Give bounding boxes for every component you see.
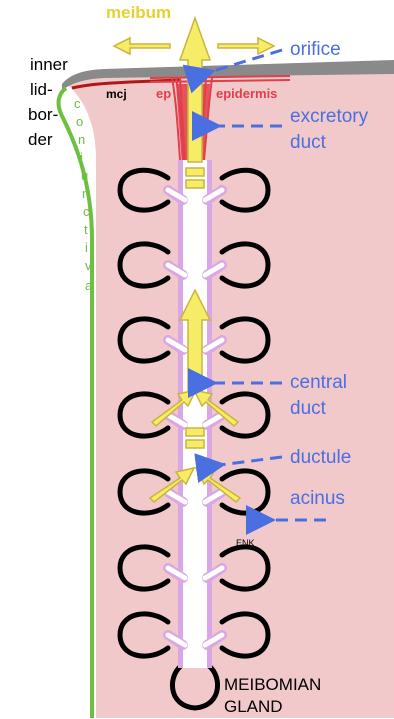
left-side-arrow: [114, 38, 170, 54]
conjunctiva-letter: a: [85, 278, 93, 293]
inner-label: inner: [30, 55, 68, 74]
lid-label: lid-: [30, 80, 53, 99]
meibum-label: meibum: [106, 3, 171, 22]
conjunctiva-letter: o: [76, 114, 83, 129]
ep-label: ep: [156, 86, 171, 101]
conjunctiva-letter: j: [79, 150, 83, 165]
bor-label: bor-: [28, 105, 58, 124]
duct-label: duct: [290, 132, 327, 153]
conjunctiva-letter: t: [84, 222, 88, 237]
der-label: der: [28, 130, 53, 149]
gland-label: GLAND: [224, 697, 283, 716]
enk-label: ENK: [236, 538, 255, 548]
conjunctiva-letter: v: [85, 258, 92, 273]
right-side-arrow: [218, 38, 274, 54]
central-label: central: [290, 372, 347, 393]
meibomian-label: MEIBOMIAN: [224, 675, 321, 694]
conjunctiva-letter: n: [82, 186, 89, 201]
ductule-label: ductule: [290, 447, 351, 468]
orifice-label: orifice: [290, 39, 341, 60]
conjunctiva-letter: n: [78, 132, 85, 147]
central-duct-label: duct: [290, 398, 327, 419]
conjunctiva-letter: u: [81, 168, 88, 183]
epidermis-label: epidermis: [216, 86, 277, 101]
conjunctiva-letter: c: [83, 204, 90, 219]
excretory-label: excretory: [290, 106, 369, 127]
mcj-label: mcj: [106, 87, 127, 101]
conjunctiva-letter: i: [85, 240, 88, 255]
conjunctiva-letter: c: [74, 96, 81, 111]
acinus-label: acinus: [290, 488, 345, 509]
